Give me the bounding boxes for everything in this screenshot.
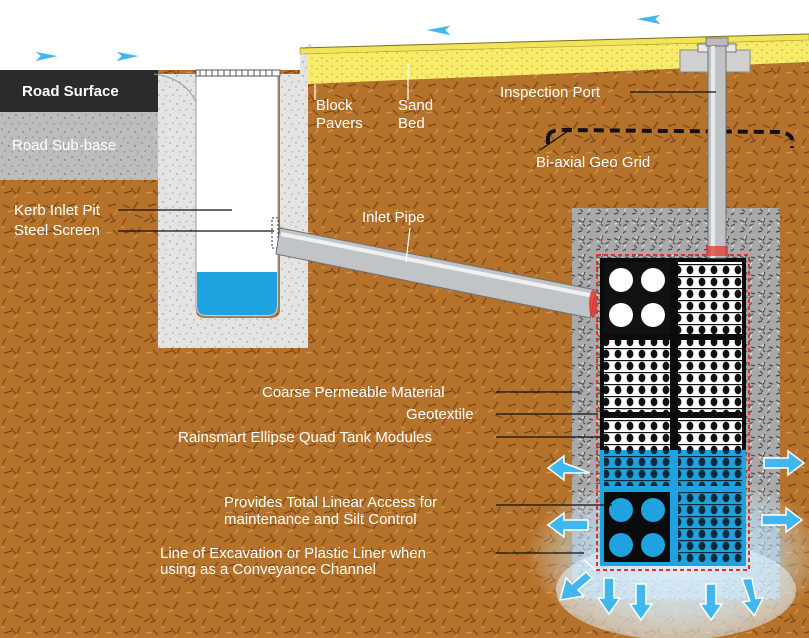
label-coarse-material: Coarse Permeable Material	[262, 384, 445, 401]
label-kerb-inlet-pit: Kerb Inlet Pit	[14, 202, 100, 219]
label-road-surface: Road Surface	[22, 83, 119, 100]
label-block-pavers-line1: Block	[316, 97, 353, 114]
label-block-pavers-line2: Pavers	[316, 115, 363, 132]
label-access-line2: maintenance and Silt Control	[224, 511, 417, 528]
label-excavation-line1: Line of Excavation or Plastic Liner when	[160, 545, 426, 562]
label-inlet-pipe: Inlet Pipe	[362, 209, 425, 226]
label-access-line1: Provides Total Linear Access for	[224, 494, 438, 511]
label-geo-grid: Bi-axial Geo Grid	[536, 154, 651, 171]
label-geotextile: Geotextile	[406, 406, 474, 423]
label-sand-bed-line2: Bed	[398, 115, 425, 132]
label-sand-bed-line1: Sand	[398, 97, 434, 114]
label-steel-screen: Steel Screen	[14, 222, 100, 239]
label-road-subbase: Road Sub-base	[12, 137, 117, 154]
label-tank-modules: Rainsmart Ellipse Quad Tank Modules	[178, 429, 433, 446]
label-inspection-port: Inspection Port	[500, 84, 601, 101]
label-excavation-line2: using as a Conveyance Channel	[160, 561, 376, 578]
